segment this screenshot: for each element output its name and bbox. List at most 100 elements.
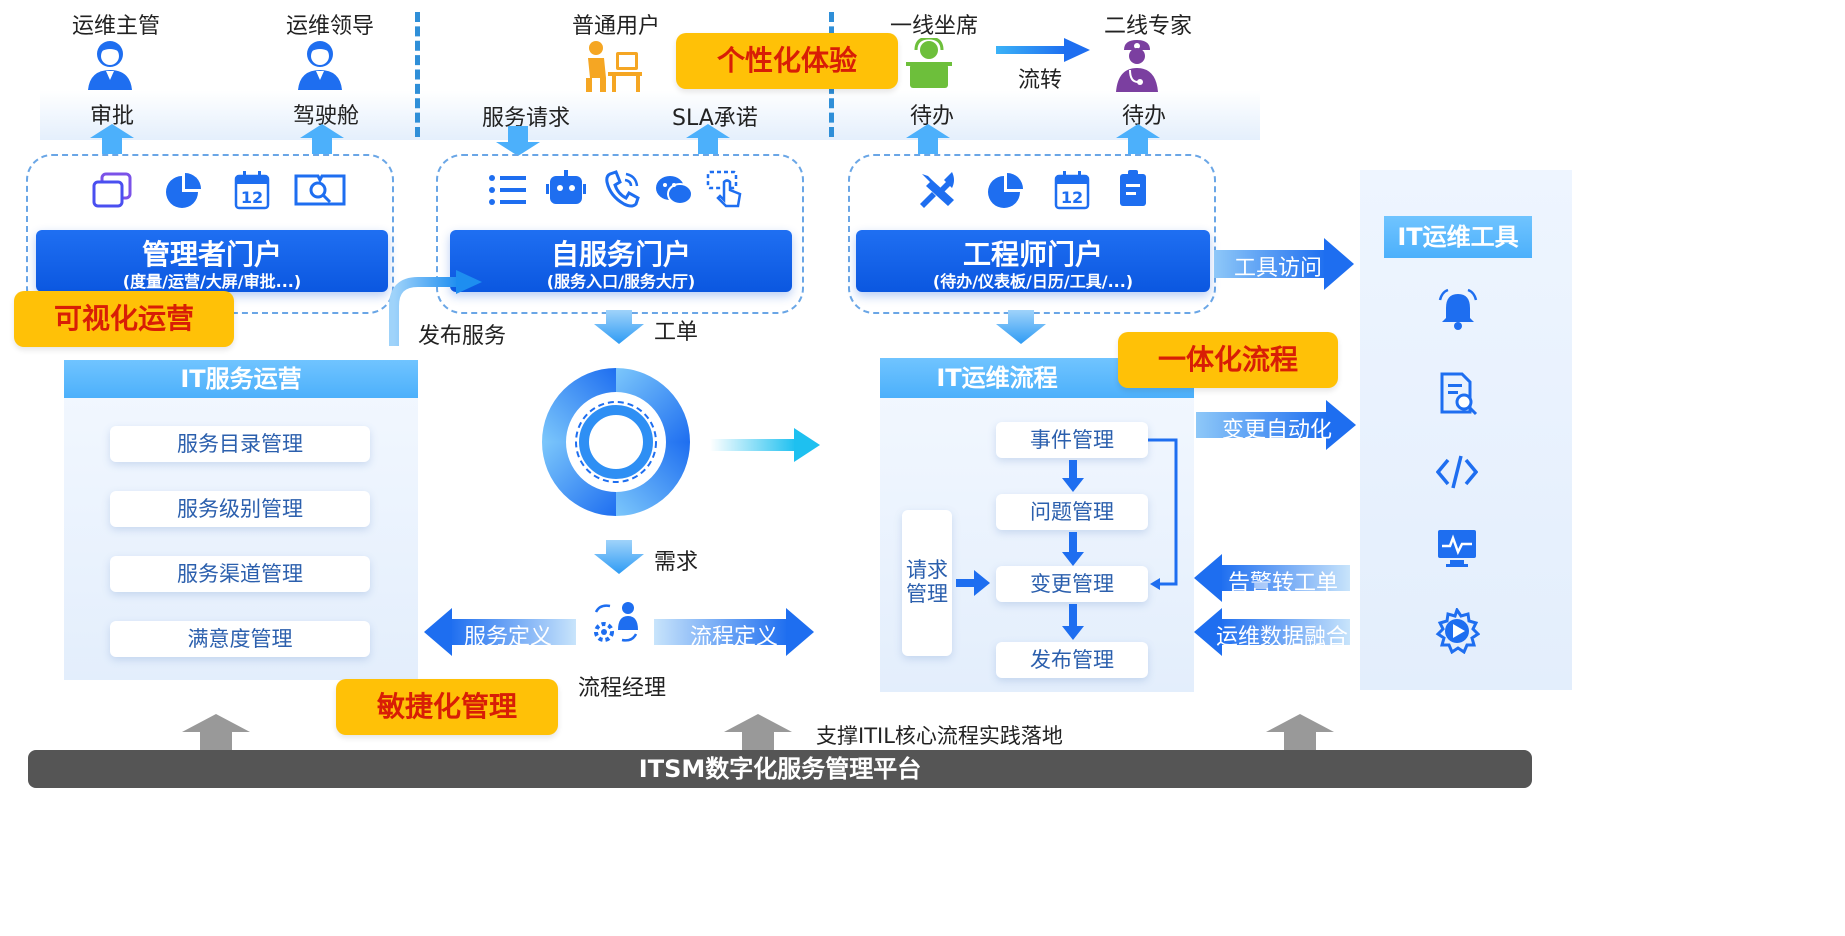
pie-chart-icon-2	[986, 172, 1024, 210]
top-band	[40, 90, 1260, 140]
svg-text:12: 12	[241, 188, 263, 207]
publish-service-label: 发布服务	[418, 324, 507, 349]
up-arrow-sla	[686, 124, 730, 158]
pie-chart-icon	[164, 172, 202, 210]
role-ops-supervisor: 运维主管	[72, 14, 161, 39]
action-todo-2: 待办	[1122, 104, 1167, 129]
tag-personalized: 个性化体验	[676, 33, 898, 89]
ops-data-fusion-label: 运维数据融合	[1216, 625, 1349, 650]
gear-play-icon	[1434, 608, 1480, 654]
engineer-portal[interactable]: 工程师门户 (待办/仪表板/日历/工具/...)	[856, 230, 1210, 292]
tag-integrated-flow: 一体化流程	[1118, 332, 1338, 388]
service-definition-arrow: 服务定义	[424, 608, 576, 656]
change-automation-label: 变更自动化	[1222, 418, 1333, 443]
wechat-icon	[654, 172, 694, 208]
monitor-search-icon	[294, 172, 346, 208]
up-arrow-todo-1	[906, 124, 950, 158]
manager-portal[interactable]: 管理者门户 (度量/运营/大屏/审批...)	[36, 230, 388, 292]
list-item-service-catalog[interactable]: 服务目录管理	[110, 426, 370, 462]
list-item-satisfaction[interactable]: 满意度管理	[110, 621, 370, 657]
role-first-line: 一线坐席	[890, 14, 979, 39]
manager-portal-subtitle: (度量/运营/大屏/审批...)	[122, 272, 302, 291]
ticket-label: 工单	[654, 320, 699, 345]
process-definition-label: 流程定义	[690, 625, 779, 650]
alert-to-ticket-label: 告警转工单	[1228, 571, 1339, 596]
itsm-platform: ITSM数字化服务管理平台	[28, 750, 1532, 788]
gray-up-arrow-right	[1266, 714, 1334, 754]
request-to-change-arrow	[956, 570, 990, 600]
it-ops-tools-title: IT运维工具	[1384, 216, 1532, 258]
self-service-portal[interactable]: 自服务门户 (服务入口/服务大厅)	[450, 230, 792, 292]
calendar-icon-2: 12	[1054, 170, 1090, 210]
tag-visual-ops: 可视化运营	[14, 291, 234, 347]
ops-data-fusion-arrow: 运维数据融合	[1194, 608, 1350, 656]
publish-service-arrow	[386, 266, 486, 350]
it-service-ops-title: IT服务运营	[64, 360, 418, 398]
process-definition-arrow: 流程定义	[654, 608, 814, 656]
up-arrow-approve	[90, 124, 134, 158]
self-service-portal-subtitle: (服务入口/服务大厅)	[546, 272, 696, 291]
up-arrow-todo-2	[1116, 124, 1160, 158]
layers-icon	[92, 172, 132, 208]
list-icon	[488, 174, 526, 206]
process-manager-label: 流程经理	[578, 676, 667, 701]
calendar-icon: 12	[234, 170, 270, 210]
role-normal-user: 普通用户	[572, 14, 661, 39]
change-to-release-arrow	[1062, 604, 1084, 644]
request-management-label: 请求管理	[906, 558, 948, 606]
tools-icon	[918, 170, 956, 208]
flow-item-problem[interactable]: 问题管理	[996, 494, 1148, 530]
monitor-icon	[1436, 528, 1478, 568]
engineer-down-arrow	[996, 310, 1046, 348]
list-item-service-level[interactable]: 服务级别管理	[110, 491, 370, 527]
office-worker-icon	[582, 38, 644, 94]
action-todo-1: 待办	[910, 104, 955, 129]
tool-access-arrow: 工具访问	[1214, 238, 1354, 290]
agent-icon	[906, 38, 952, 90]
role-ops-leader: 运维领导	[286, 14, 375, 39]
demand-arrow	[594, 540, 644, 578]
flow-item-release[interactable]: 发布管理	[996, 642, 1148, 678]
list-item-service-channel[interactable]: 服务渠道管理	[110, 556, 370, 592]
itil-support-label: 支撑ITIL核心流程实践落地	[816, 724, 1063, 748]
incident-change-loop	[1148, 436, 1184, 596]
clipboard-icon	[1118, 170, 1148, 208]
ticket-arrow	[594, 310, 644, 348]
incident-to-problem-arrow	[1062, 460, 1084, 496]
separator-left	[415, 12, 420, 137]
manager-user-icon	[86, 38, 134, 90]
request-management[interactable]: 请求管理	[902, 510, 952, 656]
action-transfer: 流转	[1018, 68, 1063, 93]
touch-click-icon	[706, 170, 746, 208]
cycle-process-icon	[538, 364, 694, 524]
robot-icon	[546, 170, 586, 208]
cycle-right-arrow	[710, 428, 820, 466]
gray-up-arrow-middle	[724, 714, 792, 754]
leader-user-icon	[296, 38, 344, 90]
alert-to-ticket-arrow: 告警转工单	[1194, 554, 1350, 602]
flow-item-change[interactable]: 变更管理	[996, 566, 1148, 602]
engineer-portal-subtitle: (待办/仪表板/日历/工具/...)	[932, 272, 1134, 291]
change-automation-arrow: 变更自动化	[1196, 400, 1356, 450]
action-cockpit: 驾驶舱	[293, 104, 360, 129]
phone-icon	[604, 170, 640, 208]
svg-text:12: 12	[1061, 188, 1083, 207]
action-sla-promise: SLA承诺	[672, 106, 758, 131]
manager-portal-title: 管理者门户	[141, 238, 282, 271]
process-manager-icon	[592, 600, 642, 646]
bell-icon	[1438, 288, 1478, 332]
transfer-arrow	[996, 38, 1090, 66]
tool-access-label: 工具访问	[1234, 256, 1323, 281]
tag-agile-mgmt: 敏捷化管理	[336, 679, 558, 735]
flow-item-incident[interactable]: 事件管理	[996, 422, 1148, 458]
up-arrow-cockpit	[300, 124, 344, 158]
demand-label: 需求	[654, 550, 699, 575]
document-search-icon	[1438, 372, 1478, 416]
problem-to-change-arrow	[1062, 532, 1084, 570]
self-service-portal-title: 自服务门户	[550, 238, 691, 271]
service-definition-label: 服务定义	[464, 625, 553, 650]
down-arrow-service-request	[496, 126, 540, 160]
expert-doctor-icon	[1114, 38, 1160, 92]
gray-up-arrow-left	[182, 714, 250, 754]
code-icon	[1436, 454, 1478, 490]
